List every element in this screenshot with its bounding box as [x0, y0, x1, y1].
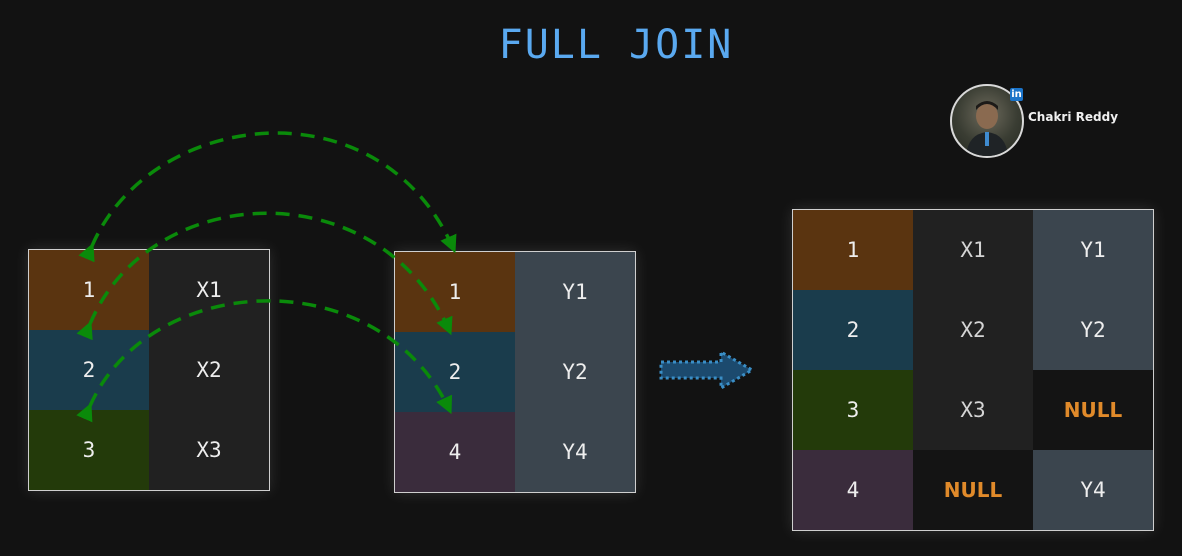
result-table: 1 X1 Y1 2 X2 Y2 3 X3 NULL 4 NULL Y4 [792, 209, 1154, 531]
match-arrow-row-2 [76, 211, 453, 341]
result-null-cell: NULL [1033, 370, 1153, 450]
result-left-cell: X1 [913, 210, 1033, 290]
right-value-cell: Y1 [515, 252, 635, 332]
result-key-cell: 1 [793, 210, 913, 290]
right-table: 1 Y1 2 Y2 4 Y4 [394, 251, 636, 493]
right-value-cell: Y2 [515, 332, 635, 412]
left-value-cell: X3 [149, 410, 269, 490]
match-arrow-row-1 [78, 131, 457, 263]
result-key-cell: 3 [793, 370, 913, 450]
right-value-cell: Y4 [515, 412, 635, 492]
linkedin-icon: in [1010, 88, 1023, 101]
person-icon [966, 101, 1008, 156]
result-arrow-icon [659, 349, 755, 391]
left-key-cell: 3 [29, 410, 149, 490]
page-title: FULL JOIN [498, 22, 734, 68]
mismatch-arrow-row-3 [76, 299, 453, 423]
result-null-cell: NULL [913, 450, 1033, 530]
result-right-cell: Y2 [1033, 290, 1153, 370]
result-left-cell: X2 [913, 290, 1033, 370]
result-left-cell: X3 [913, 370, 1033, 450]
result-key-cell: 2 [793, 290, 913, 370]
result-right-cell: Y1 [1033, 210, 1153, 290]
result-right-cell: Y4 [1033, 450, 1153, 530]
result-key-cell: 4 [793, 450, 913, 530]
right-key-cell: 4 [395, 412, 515, 492]
author-badge: in Chakri Reddy [950, 84, 1130, 158]
author-name: Chakri Reddy [1028, 110, 1119, 124]
